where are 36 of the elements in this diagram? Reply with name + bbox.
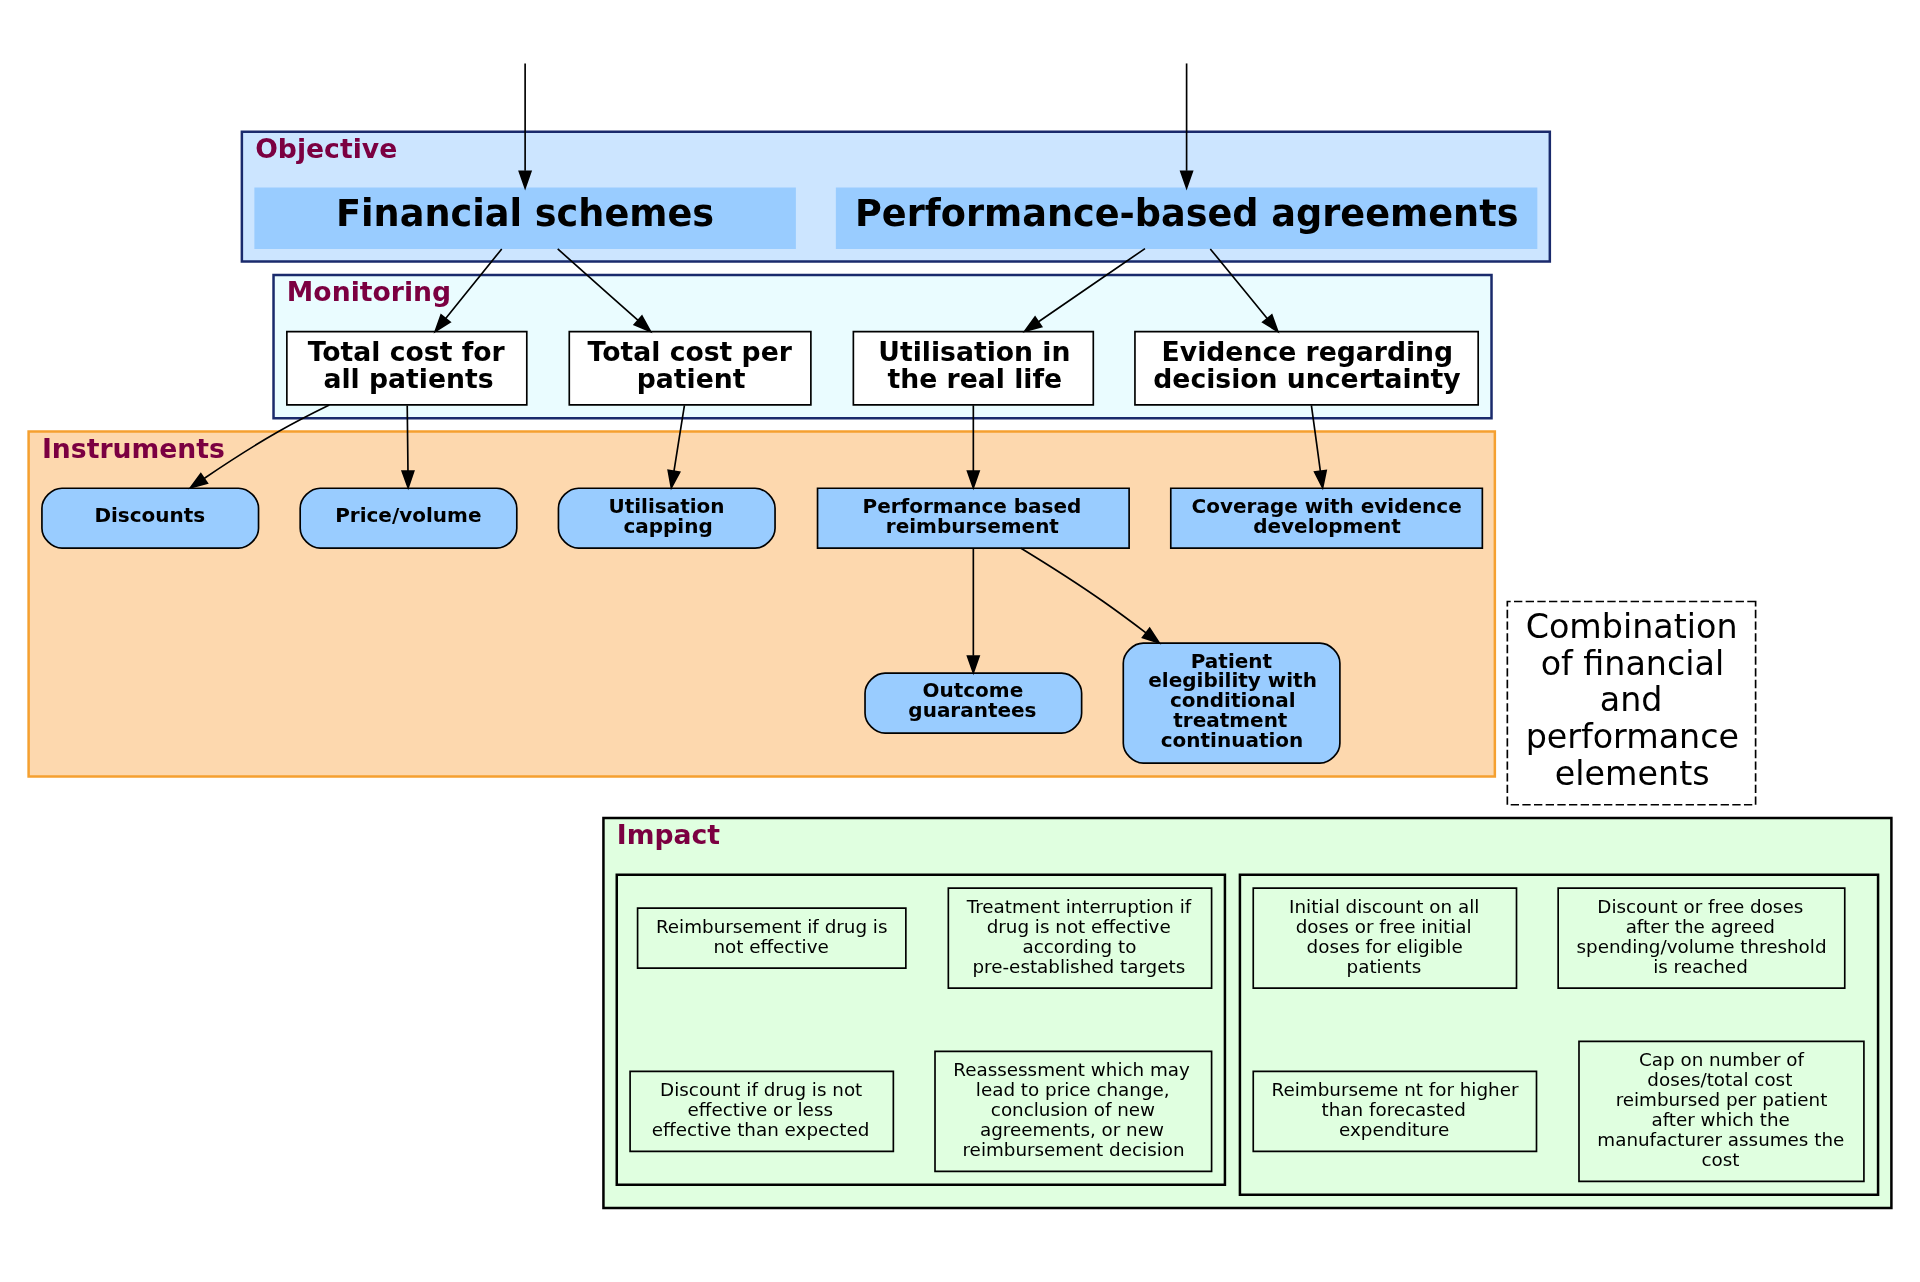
node-box: Treatment interruption if drug is not effective according to pre-established targets: [947, 886, 1213, 989]
arrow: [433, 247, 503, 333]
node-box: Patient elegibility with conditional treatment continuation: [1122, 641, 1341, 764]
node-box: Outcome guarantees: [864, 671, 1083, 734]
arrow: [966, 404, 981, 490]
arrow: [1022, 247, 1146, 333]
node-box: Utilisation capping: [557, 486, 776, 549]
arrow: [966, 546, 981, 675]
node-box: Discount if drug is not effective or less effective than expected: [629, 1070, 895, 1152]
cluster: [1238, 873, 1880, 1196]
arrow: [1020, 546, 1162, 645]
node-box: Initial discount on all doses or free initial doses for eligible patients: [1252, 886, 1518, 989]
arrow: [1209, 247, 1280, 333]
node-box: Evidence regarding decision uncertainty: [1134, 330, 1480, 406]
arrow: [1310, 404, 1328, 490]
arrow: [556, 247, 653, 333]
arrow: [1179, 62, 1194, 190]
node-box: Total cost for all patients: [286, 330, 528, 406]
arrow: [667, 404, 686, 490]
node-box: Combination of financial and performance elements: [1506, 600, 1757, 806]
node-box: Reassessment which may lead to price change, conclusion of new agreements, or new reimbursement decision: [934, 1050, 1213, 1172]
node-box: Reimburseme nt for higher than forecasted expenditure: [1252, 1070, 1538, 1152]
node-box: Discounts: [41, 486, 260, 549]
node-box: Financial schemes: [254, 186, 796, 249]
node-box: Performance-based agreements: [835, 186, 1538, 249]
arrow: [518, 62, 533, 190]
node-box: Utilisation in the real life: [852, 330, 1095, 406]
arrow: [400, 404, 415, 490]
node-box: Price/volume: [299, 486, 518, 549]
node-box: Discount or free doses after the agreed spending/volume threshold is reached: [1557, 886, 1846, 989]
node-box: Reimbursement if drug is not effective: [636, 906, 907, 969]
node-box: Coverage with evidence development: [1169, 486, 1484, 549]
node-box: Cap on number of doses/total cost reimbursed per patient after which the manufacturer assumes the cost: [1578, 1040, 1865, 1182]
node-box: Total cost per patient: [568, 330, 812, 406]
cluster: [615, 873, 1227, 1186]
node-box: Performance based reimbursement: [816, 486, 1130, 549]
